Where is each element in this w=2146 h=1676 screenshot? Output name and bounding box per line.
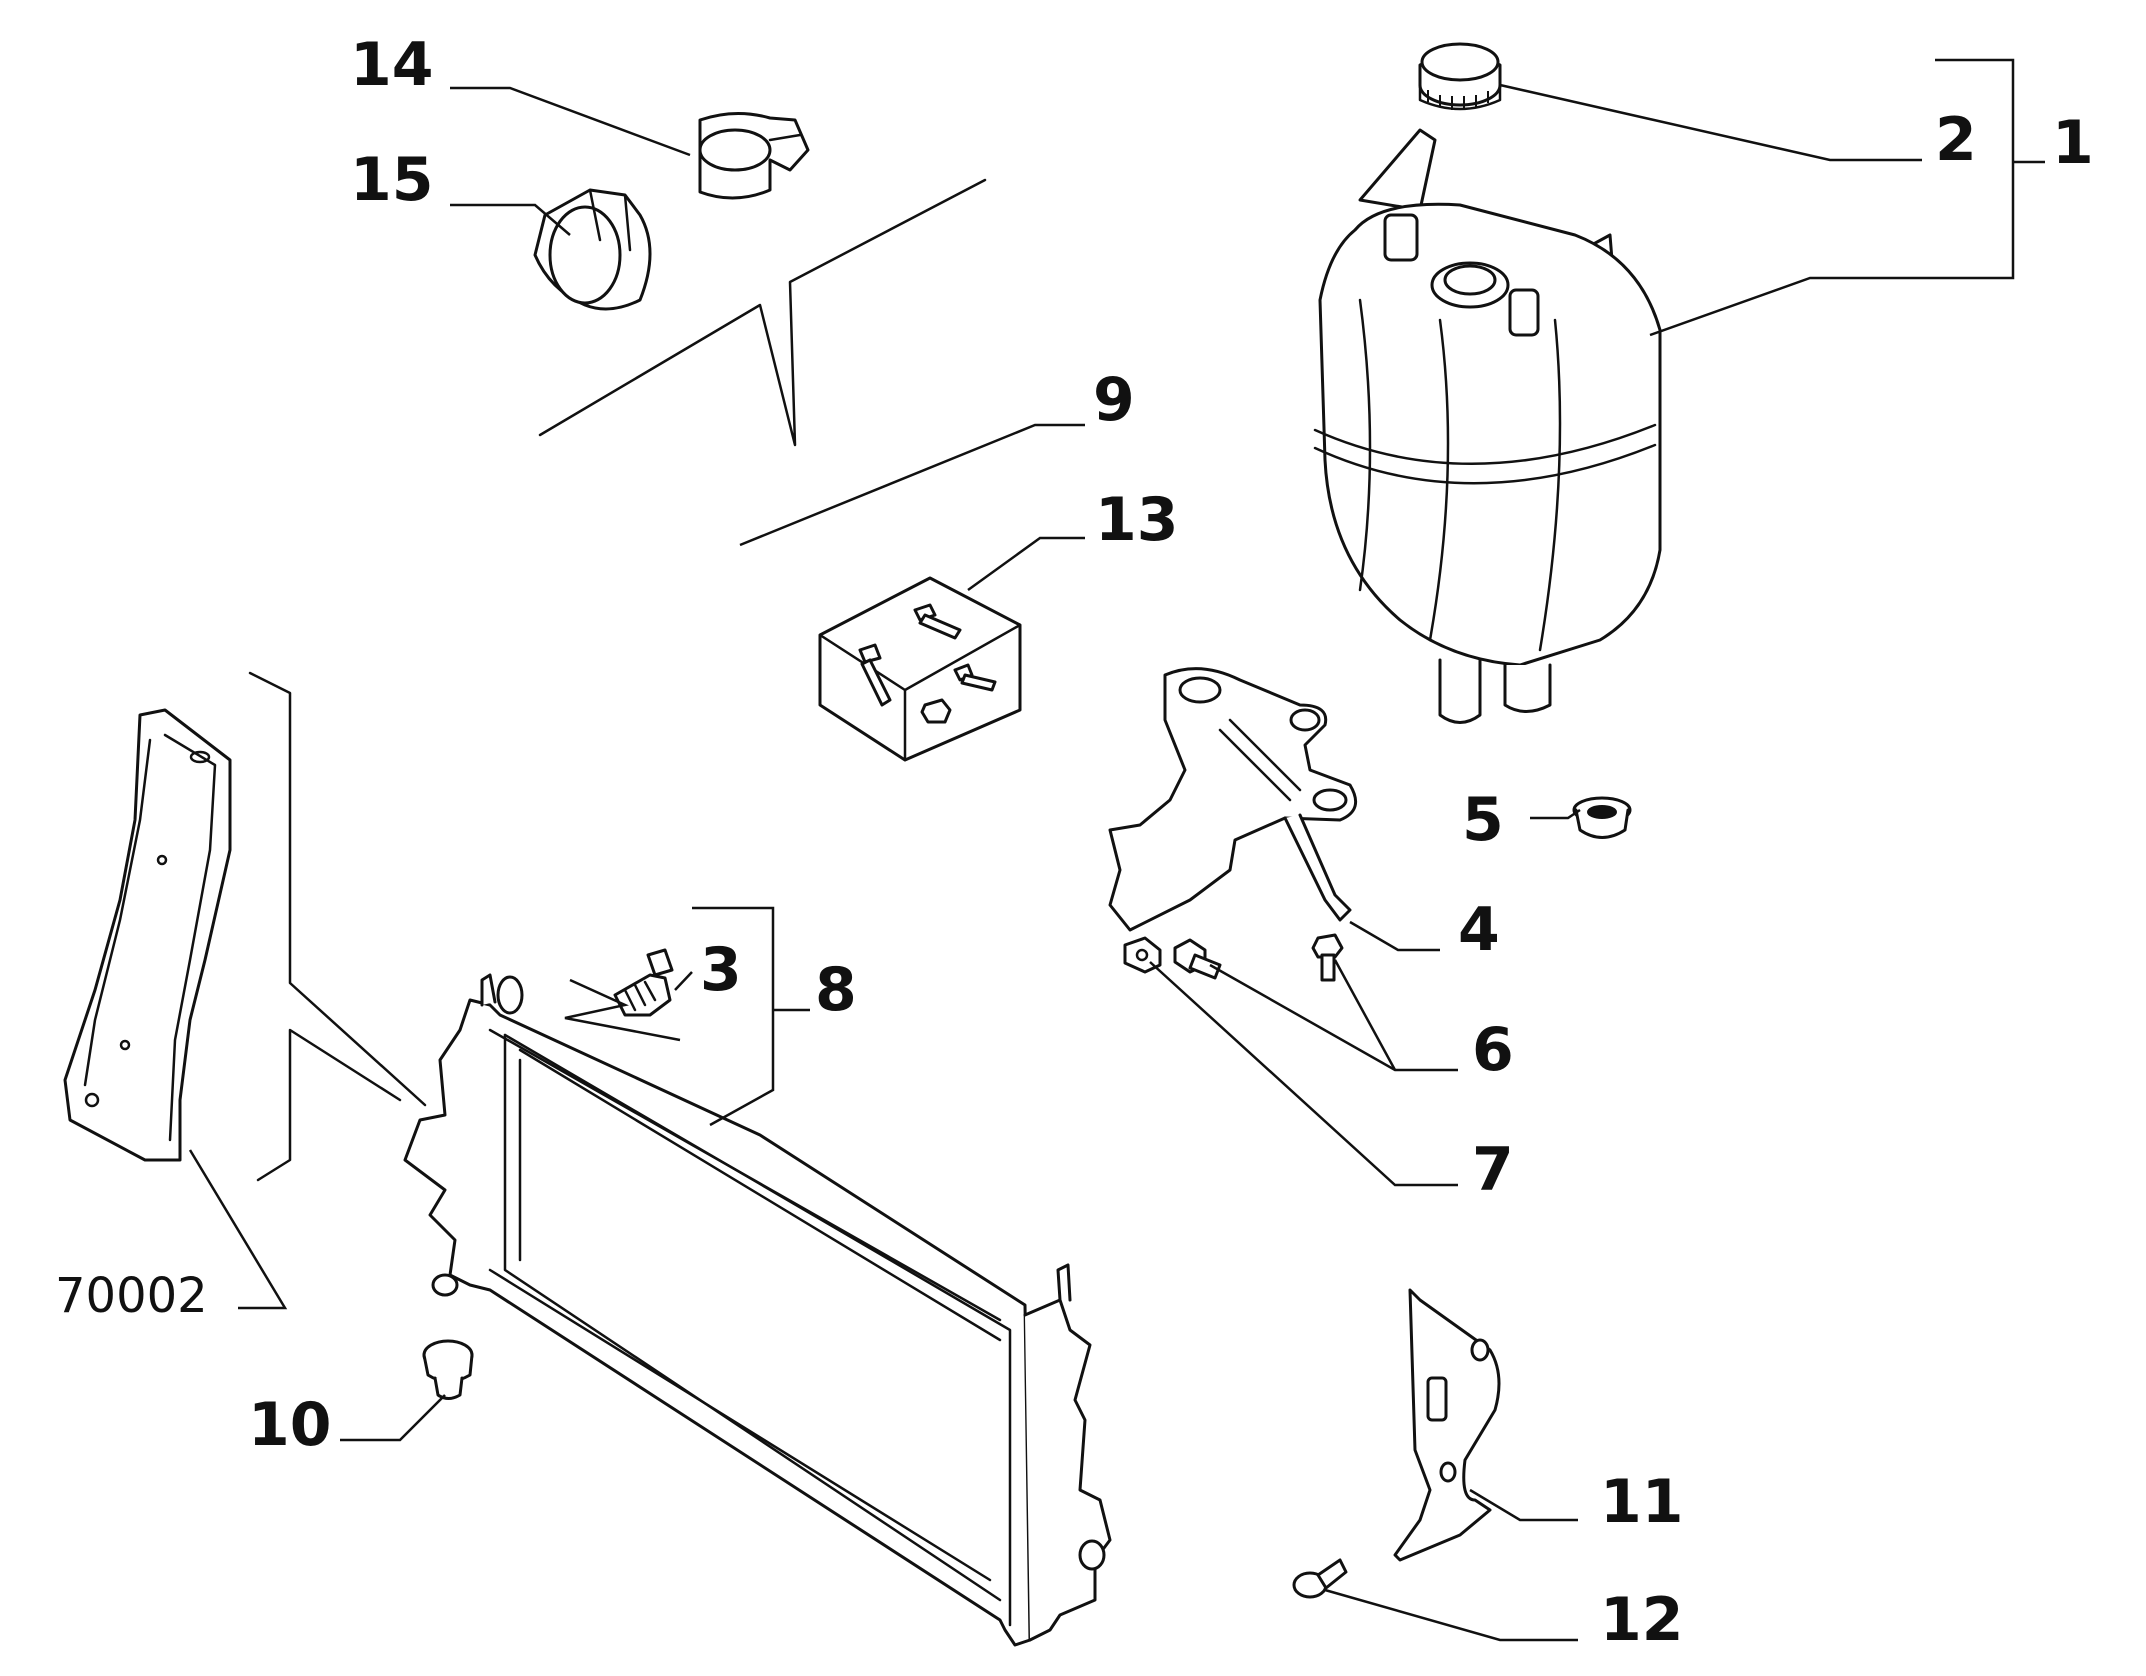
tank-bracket-part-4: [1108, 667, 1358, 932]
callout-7: 7: [1472, 1135, 1514, 1205]
reference-number-70002: 70002: [55, 1268, 208, 1324]
callout-4: 4: [1458, 895, 1500, 965]
leader-line-7: [1149, 961, 1458, 1187]
bracket-line-8: [692, 906, 775, 1127]
leader-line-9: [739, 423, 1085, 547]
callout-13: 13: [1095, 485, 1179, 555]
break-line-left: [248, 671, 427, 1107]
leader-line-5: [1530, 808, 1581, 820]
leader-line-2: [1499, 83, 1922, 162]
leader-line-10: [340, 1394, 446, 1442]
break-line-upper: [538, 178, 987, 447]
leader-line-70002: [188, 1149, 288, 1310]
screw-part-12: [1292, 1558, 1348, 1599]
leader-line-3: [674, 971, 693, 991]
plug-part-5: [1572, 796, 1632, 839]
leader-line-14: [450, 86, 691, 157]
break-line-left-lower: [256, 1028, 402, 1182]
fastener-kit-part-13: [818, 576, 1022, 762]
callout-11: 11: [1600, 1467, 1684, 1537]
callout-5: 5: [1462, 785, 1504, 855]
callout-6: 6: [1472, 1015, 1514, 1085]
leader-line-4: [1349, 920, 1440, 952]
callout-1: 1: [2052, 108, 2094, 178]
bolt-part-6b: [1311, 933, 1344, 982]
leader-line-15: [450, 203, 571, 236]
callout-10: 10: [248, 1390, 332, 1460]
clip-part-15: [533, 188, 652, 311]
callout-14: 14: [350, 30, 434, 100]
bracket-line-1-2: [1649, 58, 2015, 337]
radiator-part-8: [403, 973, 1112, 1647]
drain-plug-part-3: [613, 948, 674, 1017]
expansion-tank-part-1: [1313, 128, 1662, 724]
deflector-plate-part-11: [1393, 1288, 1501, 1562]
callout-15: 15: [350, 145, 434, 215]
hose-clamp-part-14: [698, 111, 810, 200]
callout-12: 12: [1600, 1585, 1684, 1655]
callout-9: 9: [1093, 365, 1135, 435]
pipe-part-9: [687, 515, 1298, 1198]
callout-2: 2: [1935, 105, 1977, 175]
expansion-tank-cap-part-2: [1418, 42, 1502, 111]
callout-8: 8: [815, 955, 857, 1025]
leader-line-3b: [564, 978, 681, 1042]
leader-line-11: [1469, 1488, 1578, 1522]
bolt-part-6a: [1173, 938, 1222, 980]
leader-line-13: [967, 536, 1085, 592]
plug-part-10: [422, 1339, 474, 1400]
leader-line-6b: [1333, 959, 1397, 1071]
leader-line-12: [1324, 1588, 1578, 1642]
callout-3: 3: [700, 935, 742, 1005]
side-support-part-70002: [63, 708, 232, 1162]
